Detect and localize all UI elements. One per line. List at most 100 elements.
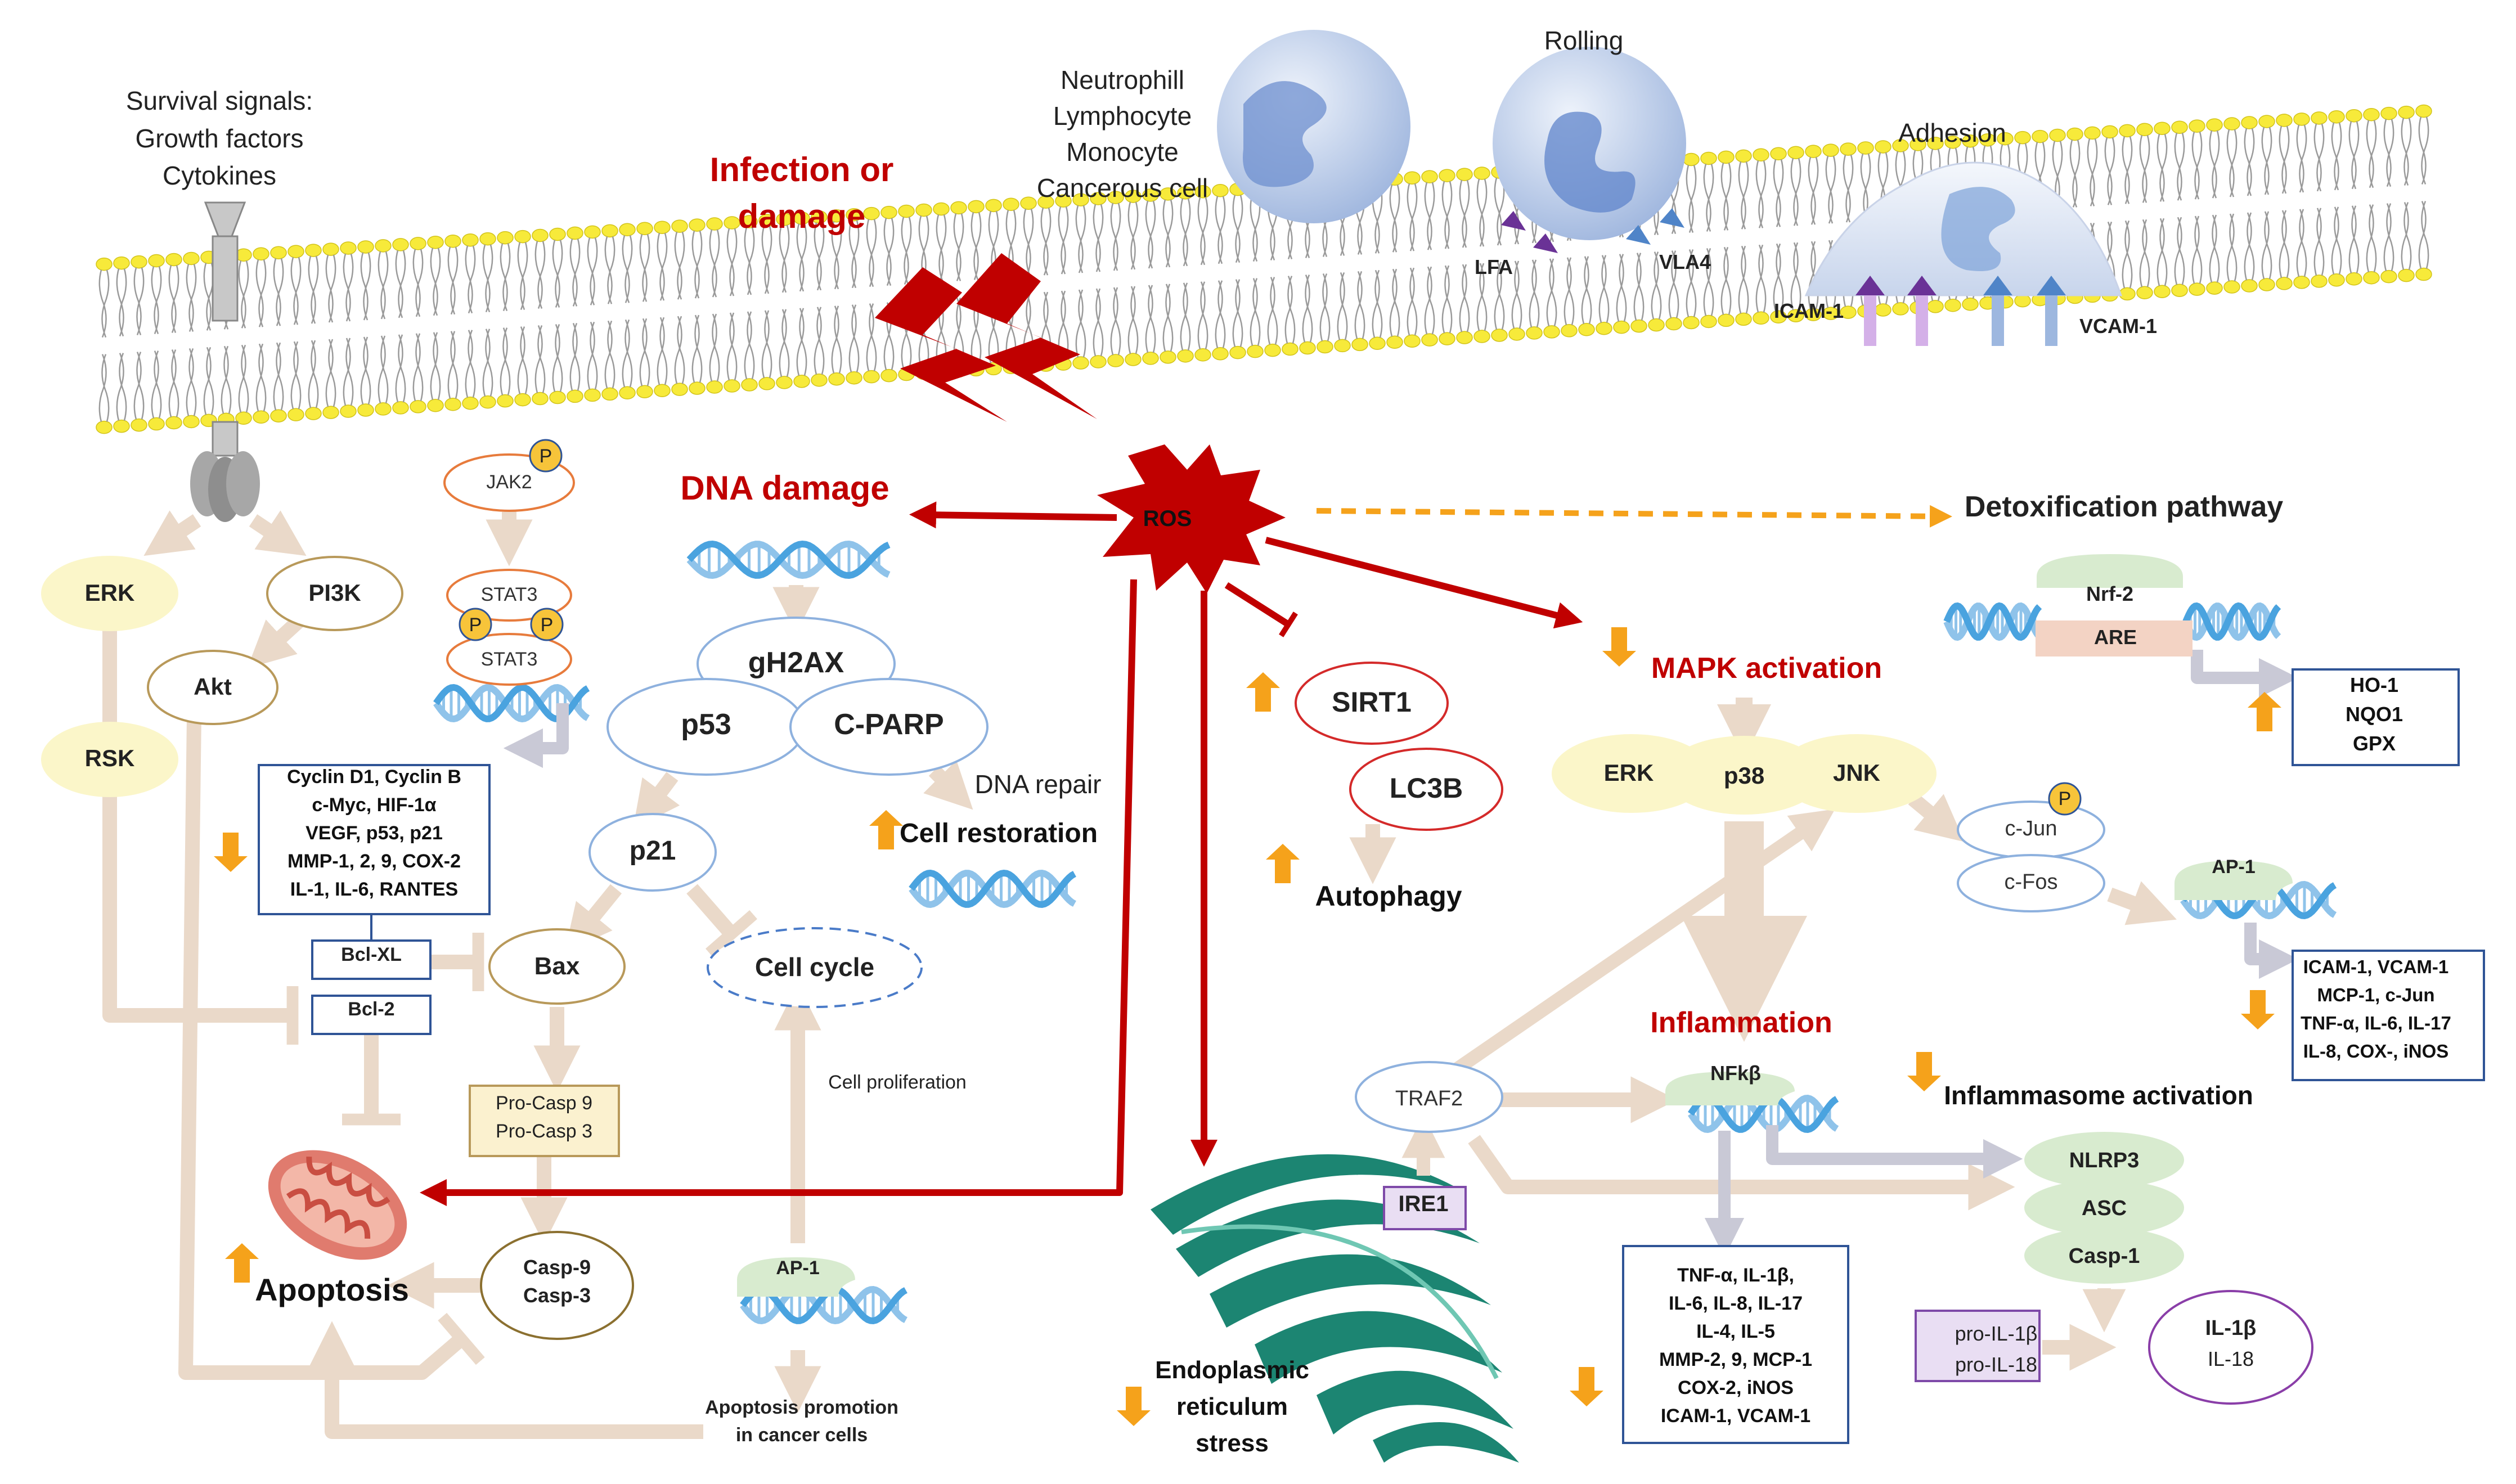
ho1-box (2292, 668, 2460, 766)
lipid-tail (430, 332, 441, 401)
er-stress-line1: Endoplasmic (1155, 1356, 1309, 1384)
lipid-tail (848, 220, 860, 289)
lipid-head-bottom (846, 371, 862, 385)
lipid-head-top (1404, 171, 1421, 185)
lipid-head-top (968, 200, 985, 214)
lipid-head-top (915, 203, 932, 217)
lipid-tail (1703, 164, 1714, 232)
lipid-tail (1389, 268, 1400, 337)
lipid-head-top (1944, 136, 1961, 149)
traf2-node (1355, 1061, 1503, 1133)
lipid-head-top (2014, 131, 2031, 145)
p21-node (588, 813, 717, 892)
lipid-head-bottom (2014, 294, 2031, 308)
lipid-tail (1581, 256, 1592, 325)
lipid-tail (534, 241, 546, 309)
lipid-head-bottom (235, 411, 252, 425)
lipid-tail (1459, 264, 1470, 332)
up-arrow-icon (2248, 692, 2281, 731)
lipid-head-bottom (567, 389, 583, 403)
pro-il-box (1915, 1310, 2041, 1382)
lipid-head-bottom (636, 385, 653, 398)
casp1-node (2024, 1227, 2184, 1284)
lipid-head-bottom (96, 420, 113, 434)
lipid-head-bottom (776, 376, 793, 389)
lipid-tail (552, 240, 563, 308)
infection-label-line2: damage (738, 197, 866, 235)
lipid-head-bottom (1317, 340, 1333, 354)
lipid-head-bottom (549, 390, 566, 404)
lipid-tail (552, 324, 563, 392)
lipid-head-top (549, 227, 566, 241)
lipid-tail (569, 239, 581, 307)
apoptosis-promotion-line1: Apoptosis promotion (705, 1397, 898, 1418)
lipid-head-bottom (1125, 353, 1142, 366)
lipid-tail (1093, 288, 1104, 357)
lipid-head-bottom (1491, 329, 1508, 342)
il1b-label: IL-1β (2205, 1316, 2257, 1340)
lipid-head-top (2380, 106, 2397, 120)
lipid-tail (1843, 154, 1854, 223)
arrow-jnk-cjun (1908, 793, 1965, 842)
inflammation-label: Inflammation (1650, 1006, 1832, 1039)
lipid-head-bottom (1735, 312, 1752, 326)
lipid-head-top (1753, 148, 1769, 162)
lipid-tail (1250, 278, 1261, 346)
lipid-tail (2383, 119, 2394, 187)
lipid-tail (360, 252, 371, 321)
lipid-tail (343, 253, 354, 322)
lipid-head-top (2154, 122, 2171, 135)
lipid-tail (325, 254, 336, 323)
dna-strand (686, 540, 891, 579)
nrf2-node (2037, 554, 2183, 588)
are-node (2036, 620, 2192, 656)
lipid-head-bottom (357, 403, 374, 417)
lipid-tail (2069, 140, 2081, 208)
lipid-head-top (2101, 125, 2118, 139)
lipid-tail (465, 245, 476, 314)
lipid-tail (1372, 269, 1383, 338)
lipid-head-top (950, 201, 967, 215)
lipid-head-bottom (671, 383, 688, 396)
genes-left-line2: c-Myc, HIF-1α (312, 794, 436, 816)
lipid-head-top (287, 245, 304, 258)
lipid-head-top (131, 255, 147, 269)
lipid-head-bottom (1177, 349, 1194, 363)
lipid-tail (883, 218, 895, 286)
lipid-head-bottom (1160, 350, 1176, 364)
lipid-tail (273, 342, 284, 411)
lipid-head-bottom (2346, 272, 2362, 286)
arrow-group (102, 501, 2299, 1439)
lipid-head-top (776, 213, 793, 226)
lipid-tail (133, 267, 145, 336)
lipid-tail (1197, 281, 1208, 350)
dna-strand (1943, 602, 2042, 641)
lc3b-node (1349, 748, 1503, 831)
lipid-tail (761, 310, 772, 379)
il18-label: IL-18 (2208, 1347, 2254, 1370)
genes-left-box-text: Cyclin D1, Cyclin B c-Myc, HIF-1α VEGF, … (287, 766, 461, 900)
lipid-head-top (357, 240, 374, 254)
lipid-head-top (1456, 168, 1473, 181)
arrow-cfos-ap1 (2107, 881, 2177, 925)
phospho-p-jak2: P (540, 446, 552, 467)
lipid-tail (587, 321, 598, 390)
lipid-head-top (898, 204, 915, 218)
lipid-tail (953, 213, 964, 281)
lipid-tail (290, 257, 302, 325)
lipid-head-bottom (2206, 281, 2223, 295)
cell-cycle-node (707, 927, 923, 1008)
arrow-rsk-bcl2 (102, 785, 299, 1045)
lipid-head-bottom (1596, 321, 1612, 335)
down-arrow-icon (2241, 990, 2275, 1029)
arrow-ros-sirt1 (1224, 582, 1298, 637)
cell-membrane (96, 104, 2432, 434)
lipid-tail (2244, 212, 2255, 281)
lipid-head-top (270, 246, 287, 259)
lipid-tail (1668, 250, 1679, 318)
lipid-head-top (1875, 140, 1892, 154)
lipid-tail (2174, 132, 2185, 201)
p53-label: p53 (681, 708, 731, 741)
lipid-head-top (148, 254, 165, 268)
